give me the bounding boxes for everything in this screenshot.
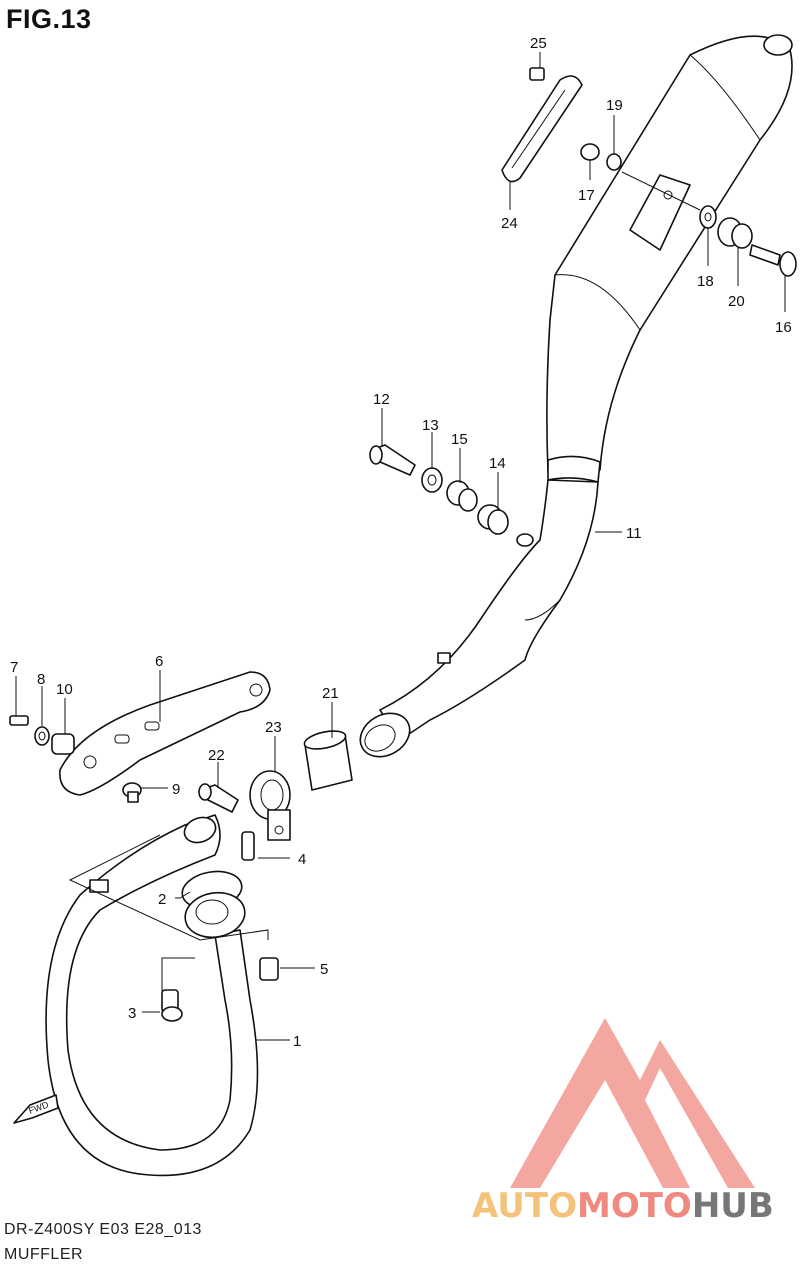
callout-20: 20	[728, 293, 745, 310]
callout-1: 1	[293, 1033, 301, 1050]
callout-7: 7	[10, 659, 18, 676]
leader-lines	[15, 52, 786, 1041]
collar-14	[477, 504, 509, 535]
callout-17: 17	[578, 187, 595, 204]
callout-11: 11	[626, 525, 642, 542]
muffler-body	[359, 34, 793, 758]
callout-9: 9	[172, 781, 180, 798]
model-code: DR-Z400SY E03 E28_013	[4, 1221, 202, 1238]
section-name: MUFFLER	[4, 1246, 84, 1263]
callout-21: 21	[322, 685, 339, 702]
callout-19: 19	[606, 97, 623, 114]
watermark-logo-icon	[510, 1018, 755, 1188]
washer-18	[699, 205, 717, 229]
nut-3	[161, 989, 183, 1022]
bolt-12	[369, 444, 416, 476]
callout-8: 8	[37, 671, 45, 688]
figure-title: FIG.13	[6, 4, 92, 34]
exhaust-pipe	[45, 814, 259, 1177]
callout-labels: 1 2 3 4 5 6 7 8 9 10 11 12 13 14 15 16 1…	[10, 35, 792, 1050]
watermark-brand-hub: HUB	[691, 1186, 774, 1226]
callout-18: 18	[697, 273, 714, 290]
callout-12: 12	[373, 391, 390, 408]
watermark-brand-auto: AUTO	[472, 1186, 577, 1226]
nut-5	[259, 957, 279, 981]
bolt-25	[529, 67, 545, 81]
bolt-7	[9, 715, 29, 726]
callout-16: 16	[775, 319, 792, 336]
callout-24: 24	[501, 215, 518, 232]
callout-13: 13	[422, 417, 439, 434]
forward-direction-icon: FWD	[13, 1094, 59, 1124]
clamp-bolt	[198, 783, 239, 813]
stud-bolt	[241, 831, 255, 861]
pipe-clamp	[249, 770, 291, 841]
bolt-9	[122, 782, 142, 803]
grommet-15	[446, 480, 478, 512]
nut-17	[580, 143, 600, 161]
washer-13	[421, 467, 443, 493]
washer-19	[606, 153, 622, 171]
callout-6: 6	[155, 653, 163, 670]
bolt-16	[749, 244, 797, 277]
muffler-bracket	[59, 671, 271, 796]
watermark-brand-moto: MOTO	[576, 1186, 692, 1226]
callout-10: 10	[56, 681, 73, 698]
callout-25: 25	[530, 35, 547, 52]
callout-14: 14	[489, 455, 506, 472]
callout-15: 15	[451, 431, 468, 448]
grommet-20	[717, 217, 753, 249]
callout-5: 5	[320, 961, 328, 978]
strap-24	[501, 75, 583, 183]
callout-23: 23	[265, 719, 282, 736]
callout-3: 3	[128, 1005, 136, 1022]
washer-8	[34, 726, 50, 746]
watermark-brand: AUTOMOTOHUB	[472, 1186, 774, 1226]
callout-22: 22	[208, 747, 225, 764]
callout-2: 2	[158, 891, 166, 908]
gasket-sleeve	[303, 730, 353, 791]
callout-4: 4	[298, 851, 306, 868]
spacer-10	[51, 733, 75, 755]
